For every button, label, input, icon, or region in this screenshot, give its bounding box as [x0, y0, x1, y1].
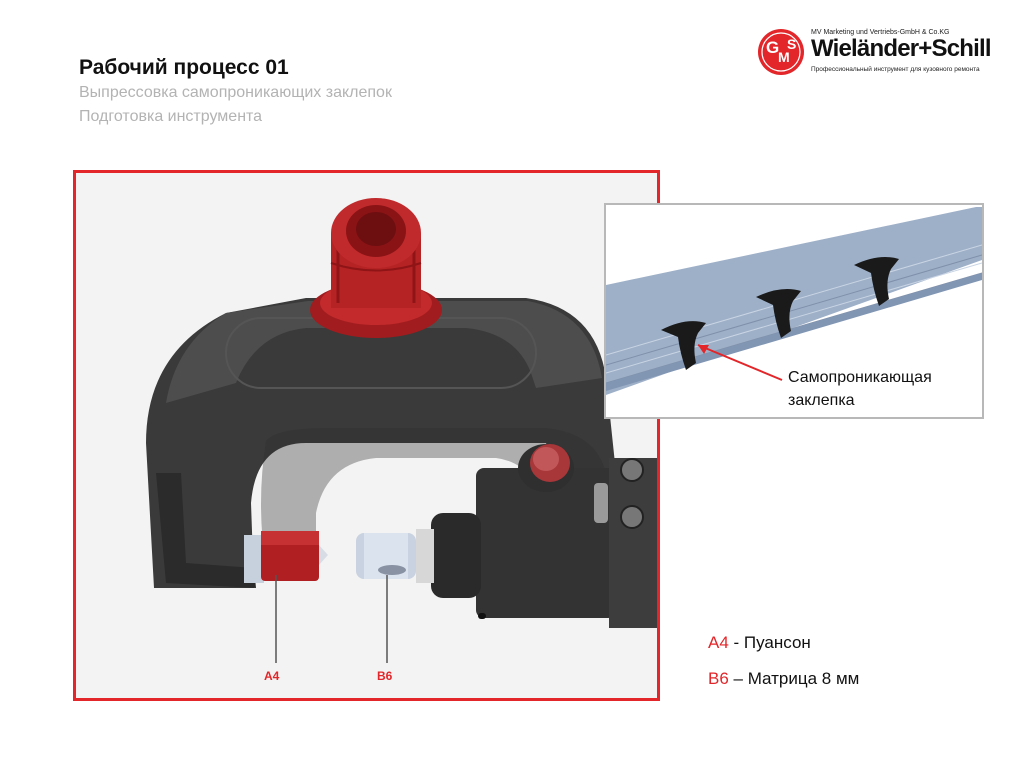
svg-text:M: M	[778, 49, 790, 65]
legend-code: A4	[708, 633, 729, 652]
company-logo: G M S MV Marketing und Vertriebs-GmbH & …	[757, 26, 992, 82]
legend-separator: –	[728, 669, 748, 688]
rivet-callout-line	[697, 344, 783, 381]
legend-code: B6	[708, 669, 729, 688]
logo-brand: Wieländer+Schill	[811, 35, 992, 62]
rivet-detail-inset: Самопроникающая заклепка	[604, 203, 984, 419]
rivet-label: Самопроникающая заклепка	[788, 369, 932, 409]
legend-text: Матрица 8 мм	[747, 669, 860, 688]
logo-tagline: Профессиональный инструмент для кузовног…	[811, 66, 980, 73]
page-subtitle-secondary: Подготовка инструмента	[79, 108, 263, 125]
die-b6	[356, 529, 434, 583]
callout-label-a4: A4	[264, 669, 280, 683]
rivet-icon	[661, 257, 899, 370]
page-subtitle: Выпрессовка самопроникающих заклепок	[79, 84, 392, 101]
red-handle	[310, 198, 442, 338]
callout-label-b6: B6	[377, 669, 393, 683]
punch-a4	[244, 531, 328, 583]
legend-item-a4: A4 - Пуансон	[708, 633, 811, 653]
legend-text: Пуансон	[743, 633, 811, 652]
tool-illustration: A4 B6	[73, 170, 660, 701]
page-title: Рабочий процесс 01	[79, 56, 289, 79]
svg-text:G: G	[766, 38, 779, 57]
legend-item-b6: B6 – Матрица 8 мм	[708, 669, 859, 689]
legend-separator: -	[728, 633, 744, 652]
logo-company-line: MV Marketing und Vertriebs-GmbH & Co.KG	[811, 29, 950, 36]
red-knob	[530, 444, 570, 482]
svg-text:S: S	[787, 36, 796, 52]
gms-logo-icon: G M S	[758, 29, 804, 75]
